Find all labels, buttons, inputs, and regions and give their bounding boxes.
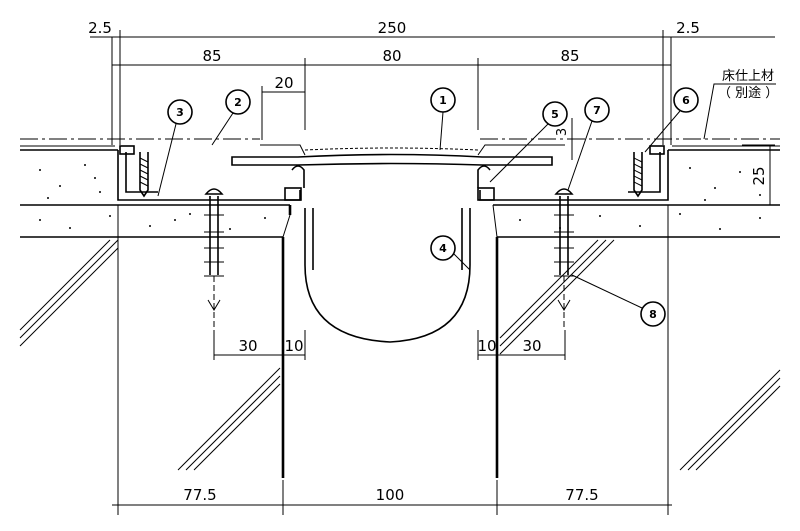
callout-4: 4 [430,235,471,271]
dim-bottom-center: 100 [376,486,405,504]
callout-label-2: 2 [234,96,242,109]
top-dimensions: 2.5 250 2.5 85 80 85 20 [88,19,775,145]
hatching [19,239,781,471]
dim-top-right-span: 85 [560,47,579,65]
floor-finish-lines [20,138,780,147]
callout-5: 5 [489,101,568,183]
callout-6: 6 [644,87,699,153]
dim-bottom-right: 77.5 [565,486,598,504]
callout-label-8: 8 [649,308,657,321]
dim-top-center-span: 80 [382,47,401,65]
callout-8: 8 [571,274,666,327]
dim-left-gap-offset: 10 [284,337,303,355]
mid-dimensions: 30 10 10 30 3 25 [213,118,775,360]
screws [139,152,643,198]
dim-right-anchor-offset: 30 [522,337,541,355]
bottom-dimensions: 77.5 100 77.5 [112,480,672,515]
callout-3: 3 [157,99,193,197]
callout-label-6: 6 [682,94,690,107]
callout-1: 1 [430,87,456,151]
dim-floor-thickness: 25 [750,166,768,185]
dim-left-anchor-offset: 30 [238,337,257,355]
cover-plate [231,144,565,166]
rubber-seal [284,165,495,343]
floor-finish-note: 床仕上材 （ 別途 ） [703,69,778,140]
anchor-bolts [204,188,574,330]
callout-2: 2 [211,89,251,146]
floor-finish-sublabel: （ 別途 ） [718,85,778,101]
dim-cover-overlap: 20 [274,74,293,92]
dim-top-right-margin: 2.5 [676,19,700,37]
callout-label-5: 5 [551,108,559,121]
floor-finish-label: 床仕上材 [722,69,774,84]
dim-top-left-margin: 2.5 [88,19,112,37]
dim-top-total: 250 [378,19,407,37]
dim-right-gap-offset: 10 [477,337,496,355]
dim-top-left-span: 85 [202,47,221,65]
callout-label-3: 3 [176,106,184,119]
concrete-slabs [20,149,780,238]
callout-label-1: 1 [439,94,447,107]
callout-label-4: 4 [439,242,447,255]
dim-cover-clearance: 3 [555,128,570,136]
dim-bottom-left: 77.5 [183,486,216,504]
callout-label-7: 7 [593,104,601,117]
callout-7: 7 [567,97,610,191]
